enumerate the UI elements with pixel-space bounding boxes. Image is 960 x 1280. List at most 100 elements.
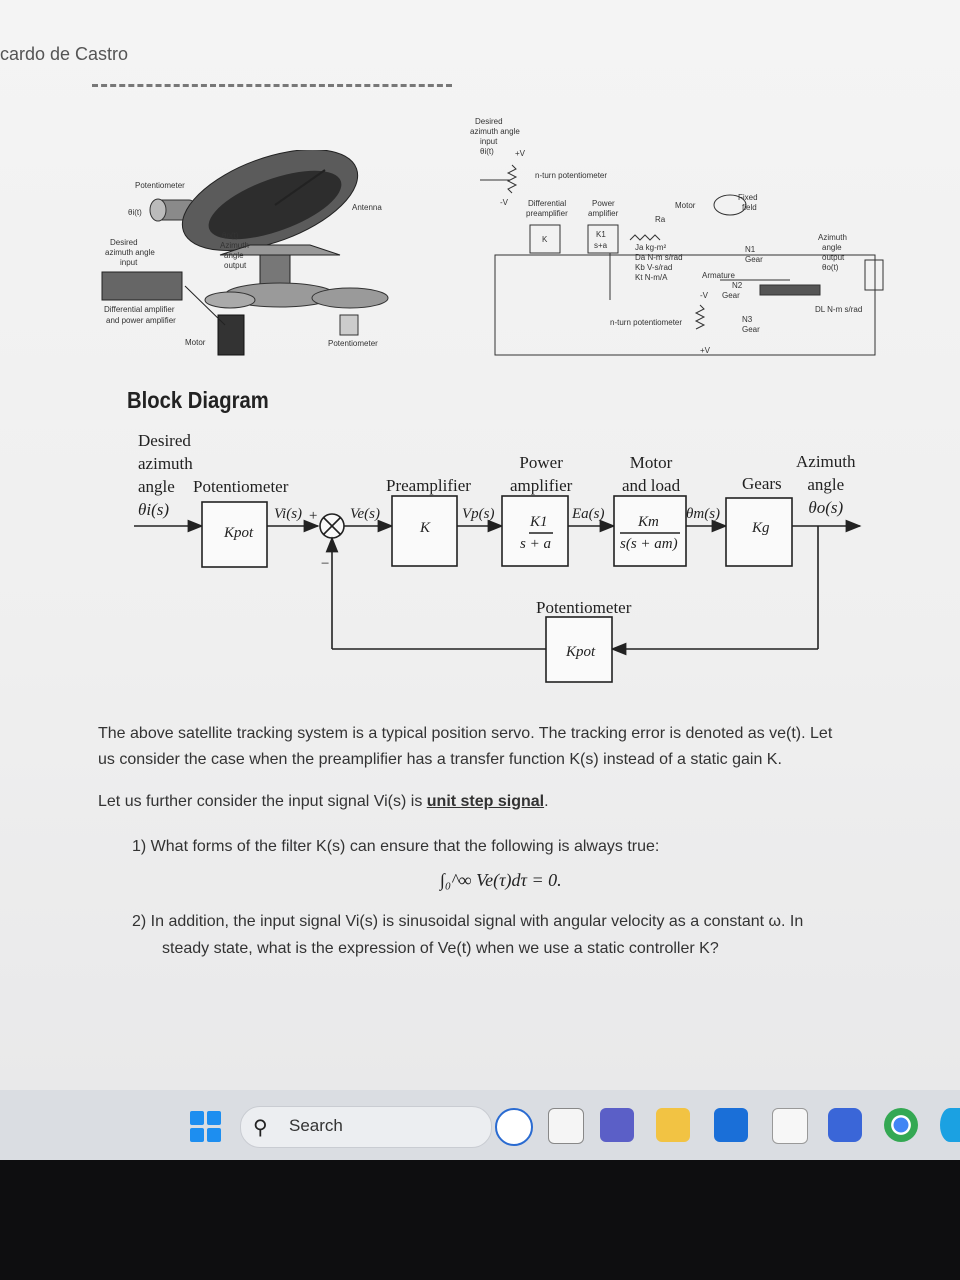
kg-text: Kg (751, 520, 770, 536)
k1-den: s + a (520, 536, 551, 552)
input-line: Let us further consider the input signal… (98, 793, 549, 810)
sch-label: N2 (732, 281, 743, 290)
potentiometer-bottom-icon (339, 314, 359, 336)
illu-label: Differential amplifier (104, 305, 175, 314)
file-explorer-icon[interactable] (656, 1108, 690, 1142)
theta-m-label: θm(s) (686, 506, 720, 522)
search-icon: ⚲ (253, 1117, 268, 1139)
vi-label: Vi(s) (274, 506, 302, 522)
kpot-text: Kpot (223, 525, 254, 541)
chrome-icon[interactable] (884, 1108, 918, 1142)
sch-label: Gear (745, 255, 763, 264)
kpot-fb-text: Kpot (565, 644, 596, 660)
sch-label: +V (700, 346, 711, 355)
author-name: cardo de Castro (0, 44, 129, 64)
illu-label: Antenna (352, 203, 382, 212)
preamplifier-label: Preamplifier (386, 476, 471, 495)
edge-icon[interactable] (940, 1108, 960, 1142)
vp-label: Vp(s) (462, 506, 495, 522)
load-block (864, 259, 884, 291)
gear-icon-3 (204, 291, 256, 309)
power-amp-block (587, 224, 619, 254)
feedback-label: Potentiometer (536, 598, 632, 617)
antenna-dish-icon (181, 150, 359, 291)
antenna-illustration: Potentiometer θi(t) Desired azimuth angl… (101, 150, 389, 356)
k-text: K (419, 520, 431, 536)
sch-label: N1 (745, 245, 756, 254)
sch-label: θo(t) (822, 263, 839, 272)
servo-schematic: Desired azimuth angle input θi(t) +V n-t… (470, 117, 884, 356)
sch-label: -V (500, 198, 509, 207)
sch-label: input (480, 137, 498, 146)
sch-label: Kb V-s/rad (635, 263, 672, 272)
store-icon[interactable] (772, 1108, 808, 1144)
intro-line-2: us consider the case when the preamplifi… (98, 751, 782, 768)
preamp-block (529, 224, 561, 254)
illu-label: Motor (185, 338, 206, 347)
motor-block (613, 495, 687, 567)
sch-label: Differential (528, 199, 566, 208)
illu-label: Azimuth (220, 241, 249, 250)
sch-label: angle (822, 243, 842, 252)
mail-icon[interactable] (714, 1108, 748, 1142)
sch-label: K1 (596, 230, 606, 239)
km-den: s(s + am) (620, 536, 678, 552)
input-label: Desired azimuth angle θi(s) (138, 431, 193, 519)
illu-label: Potentiometer (135, 181, 185, 190)
taskbar-search[interactable]: ⚲ Search (240, 1106, 492, 1148)
sch-label: Armature (702, 271, 735, 280)
cut-off-title (92, 70, 452, 87)
sch-label: Da N-m s/rad (635, 253, 683, 262)
teams-icon[interactable] (600, 1108, 634, 1142)
sch-label: Kt N-m/A (635, 273, 668, 282)
sch-label: amplifier (588, 209, 619, 218)
unit-step-link: unit step signal (426, 793, 545, 810)
sch-label: Power (592, 199, 615, 208)
block-diagram: Kpot K K1 s + a Km s(s + am) Kg Kpot Vi(… (134, 495, 862, 683)
file-icon[interactable] (548, 1108, 584, 1144)
bing-icon[interactable] (495, 1108, 533, 1146)
monitor-bezel (0, 1160, 960, 1280)
sch-label: Gear (722, 291, 740, 300)
question-2-line-1: 2) In addition, the input signal Vi(s) i… (132, 913, 804, 930)
motor-label: Motor and load (622, 453, 681, 495)
sch-label: Fixed (738, 193, 758, 202)
illu-label: θo(t) (222, 231, 239, 240)
illu-label: and power amplifier (106, 316, 176, 325)
search-placeholder: Search (289, 1116, 343, 1135)
ea-label: Ea(s) (571, 506, 605, 522)
sch-label: s+a (594, 241, 608, 250)
document-photo: cardo de Castro Potentiometer θi(t) (0, 0, 960, 1090)
block-diagram-title: Block Diagram (127, 387, 269, 413)
kpot-feedback-block (545, 616, 613, 683)
sch-label: Ja kg-m² (635, 243, 666, 252)
feedback-wire (494, 254, 876, 356)
gear-icon-2 (311, 287, 389, 309)
illu-label: Potentiometer (328, 339, 378, 348)
sch-label: Ra (655, 215, 666, 224)
question-1: 1) What forms of the filter K(s) can ens… (132, 838, 660, 855)
field-coil-icon (713, 194, 747, 216)
power-amp-block (501, 495, 569, 567)
illu-label: Desired (110, 238, 138, 247)
potentiometer-label: Potentiometer (193, 477, 289, 496)
sch-label: Desired (475, 117, 503, 126)
windows-start-icon[interactable] (190, 1111, 222, 1143)
sch-label: Motor (675, 201, 696, 210)
integral-equation: ∫₀^∞ Ve(τ)dτ = 0. (440, 870, 562, 890)
sch-label: -V (700, 291, 709, 300)
k1-num: K1 (529, 514, 548, 530)
gears-label: Gears (742, 474, 782, 493)
sch-label: output (822, 253, 845, 262)
sch-label: azimuth angle (470, 127, 520, 136)
sch-label: Azimuth (818, 233, 847, 242)
amplifier-box-icon (101, 271, 183, 301)
copilot-icon[interactable] (828, 1108, 862, 1142)
output-label: Azimuth angle θo(s) (796, 452, 856, 517)
sch-label: field (742, 203, 757, 212)
power-amp-label: Power amplifier (510, 453, 573, 495)
sch-label: n-turn potentiometer (610, 318, 682, 327)
sch-label: K (542, 235, 548, 244)
sch-label: n-turn potentiometer (535, 171, 607, 180)
preamp-block (391, 495, 458, 567)
